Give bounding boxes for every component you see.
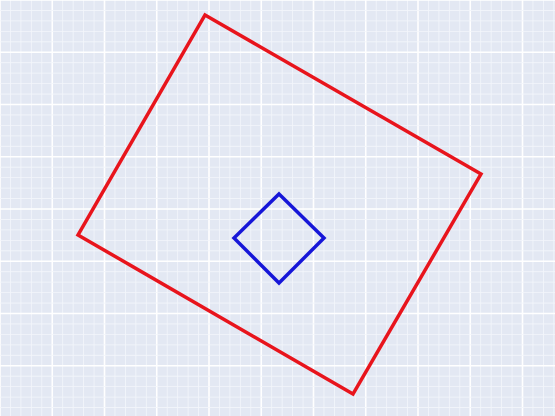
outer-square	[75, 12, 484, 397]
inner-square	[231, 191, 327, 286]
